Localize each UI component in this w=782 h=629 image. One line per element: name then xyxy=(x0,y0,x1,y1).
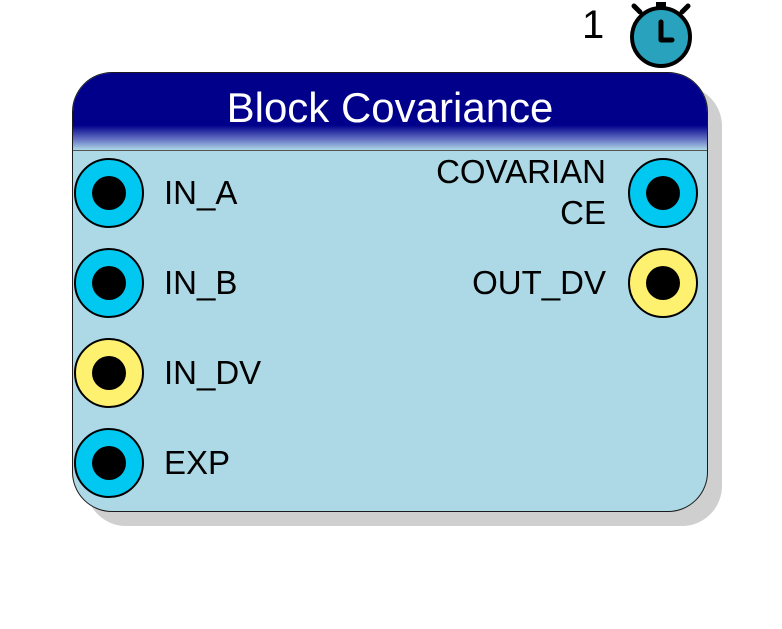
block-header: Block Covariance xyxy=(73,73,707,151)
input-port-in-b[interactable] xyxy=(74,248,144,318)
input-port-exp[interactable] xyxy=(74,428,144,498)
port-socket xyxy=(92,356,126,390)
timer-count: 1 xyxy=(582,3,605,47)
port-socket xyxy=(646,266,680,300)
input-label-in-b: IN_B xyxy=(164,264,238,301)
input-label-exp: EXP xyxy=(164,444,231,481)
output-label-out-dv: OUT_DV xyxy=(472,264,606,301)
port-socket xyxy=(92,446,126,480)
output-label-covariance-line2: CE xyxy=(560,194,606,231)
output-port-covariance[interactable] xyxy=(628,158,698,228)
output-label-covariance-line1: COVARIAN xyxy=(436,153,606,190)
port-socket xyxy=(92,266,126,300)
port-socket xyxy=(92,176,126,210)
block-title: Block Covariance xyxy=(226,84,554,131)
function-block[interactable]: Block Covariance xyxy=(72,72,708,512)
input-port-in-a[interactable] xyxy=(74,158,144,228)
input-label-in-a: IN_A xyxy=(164,174,238,211)
stopwatch-icon xyxy=(630,2,692,68)
input-port-in-dv[interactable] xyxy=(74,338,144,408)
output-port-out-dv[interactable] xyxy=(628,248,698,318)
input-label-in-dv: IN_DV xyxy=(164,354,262,391)
port-socket xyxy=(646,176,680,210)
